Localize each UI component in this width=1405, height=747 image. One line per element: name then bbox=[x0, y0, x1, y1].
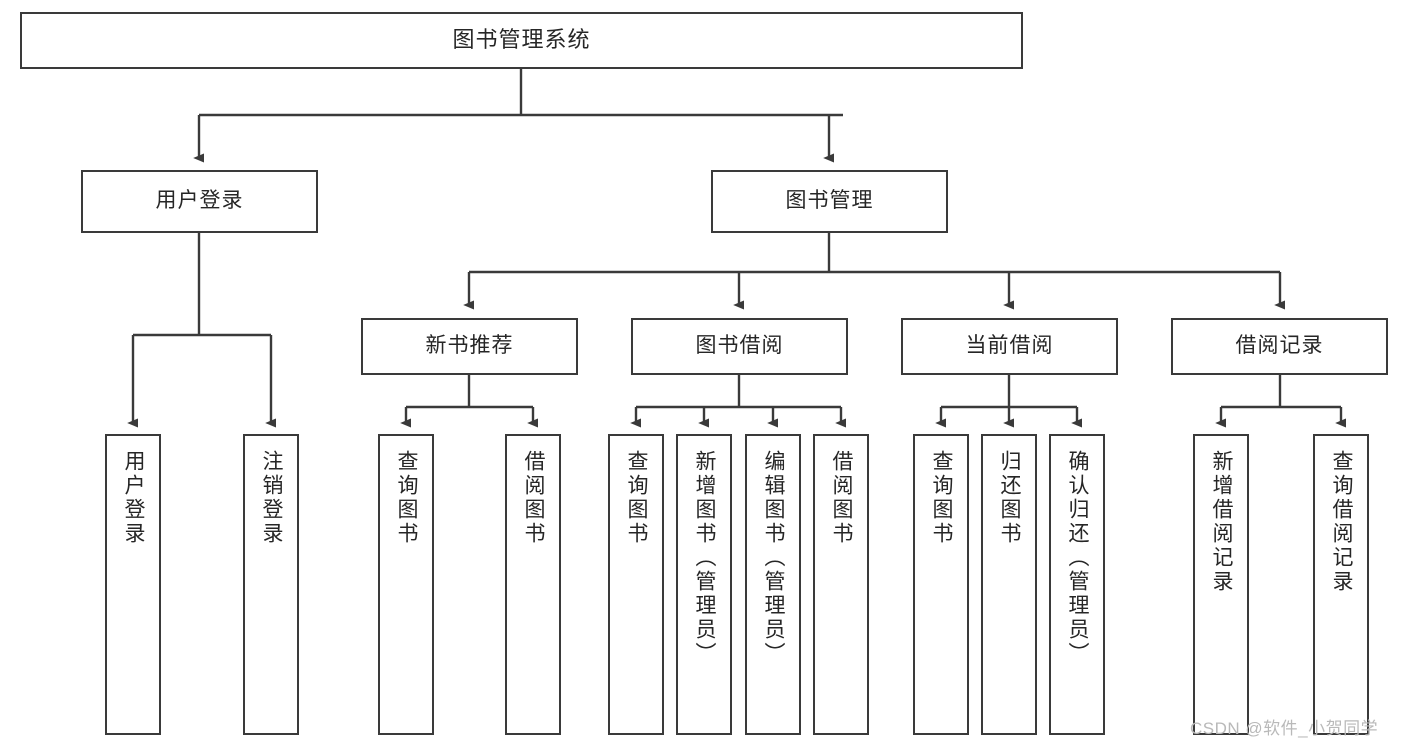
node-book-manage[interactable]: 图书管理 bbox=[711, 170, 948, 233]
node-leaf-query-record[interactable]: 查询借阅记录 bbox=[1313, 434, 1369, 735]
node-label: 编辑图书（管理员） bbox=[762, 450, 786, 666]
node-label: 归还图书 bbox=[998, 450, 1022, 546]
node-leaf-user-logout[interactable]: 注销登录 bbox=[243, 434, 299, 735]
node-leaf-query-book-2[interactable]: 查询图书 bbox=[608, 434, 664, 735]
node-borrow-record[interactable]: 借阅记录 bbox=[1171, 318, 1388, 375]
node-label: 新增借阅记录 bbox=[1210, 450, 1234, 594]
node-leaf-borrow-book-1[interactable]: 借阅图书 bbox=[505, 434, 561, 735]
node-label: 查询图书 bbox=[930, 450, 954, 546]
node-new-book-recommend[interactable]: 新书推荐 bbox=[361, 318, 578, 375]
node-leaf-edit-book[interactable]: 编辑图书（管理员） bbox=[745, 434, 801, 735]
node-leaf-borrow-book-2[interactable]: 借阅图书 bbox=[813, 434, 869, 735]
node-leaf-return-book[interactable]: 归还图书 bbox=[981, 434, 1037, 735]
node-leaf-user-login[interactable]: 用户登录 bbox=[105, 434, 161, 735]
node-label: 借阅图书 bbox=[830, 450, 854, 546]
node-leaf-confirm-return[interactable]: 确认归还（管理员） bbox=[1049, 434, 1105, 735]
node-label: 借阅图书 bbox=[522, 450, 546, 546]
node-label: 确认归还（管理员） bbox=[1066, 450, 1090, 666]
node-label: 图书管理 bbox=[785, 189, 874, 213]
node-user-login[interactable]: 用户登录 bbox=[81, 170, 318, 233]
csdn-watermark: CSDN @软件_小贺同学 bbox=[1190, 719, 1379, 738]
node-root-system[interactable]: 图书管理系统 bbox=[20, 12, 1023, 69]
node-label: 查询图书 bbox=[625, 450, 649, 546]
node-label: 查询图书 bbox=[395, 450, 419, 546]
node-label: 用户登录 bbox=[155, 189, 244, 213]
node-current-borrow[interactable]: 当前借阅 bbox=[901, 318, 1118, 375]
node-label: 新增图书（管理员） bbox=[693, 450, 717, 666]
node-leaf-add-record[interactable]: 新增借阅记录 bbox=[1193, 434, 1249, 735]
node-label: 查询借阅记录 bbox=[1330, 450, 1354, 594]
node-book-borrow[interactable]: 图书借阅 bbox=[631, 318, 848, 375]
node-label: 注销登录 bbox=[260, 450, 284, 546]
node-label: 当前借阅 bbox=[965, 334, 1054, 358]
node-leaf-add-book[interactable]: 新增图书（管理员） bbox=[676, 434, 732, 735]
node-leaf-query-book-1[interactable]: 查询图书 bbox=[378, 434, 434, 735]
node-label: 借阅记录 bbox=[1235, 334, 1324, 358]
node-label: 图书借阅 bbox=[695, 334, 784, 358]
node-label: 用户登录 bbox=[122, 450, 146, 546]
node-label: 新书推荐 bbox=[425, 334, 514, 358]
node-leaf-query-book-3[interactable]: 查询图书 bbox=[913, 434, 969, 735]
node-label: 图书管理系统 bbox=[452, 27, 591, 53]
